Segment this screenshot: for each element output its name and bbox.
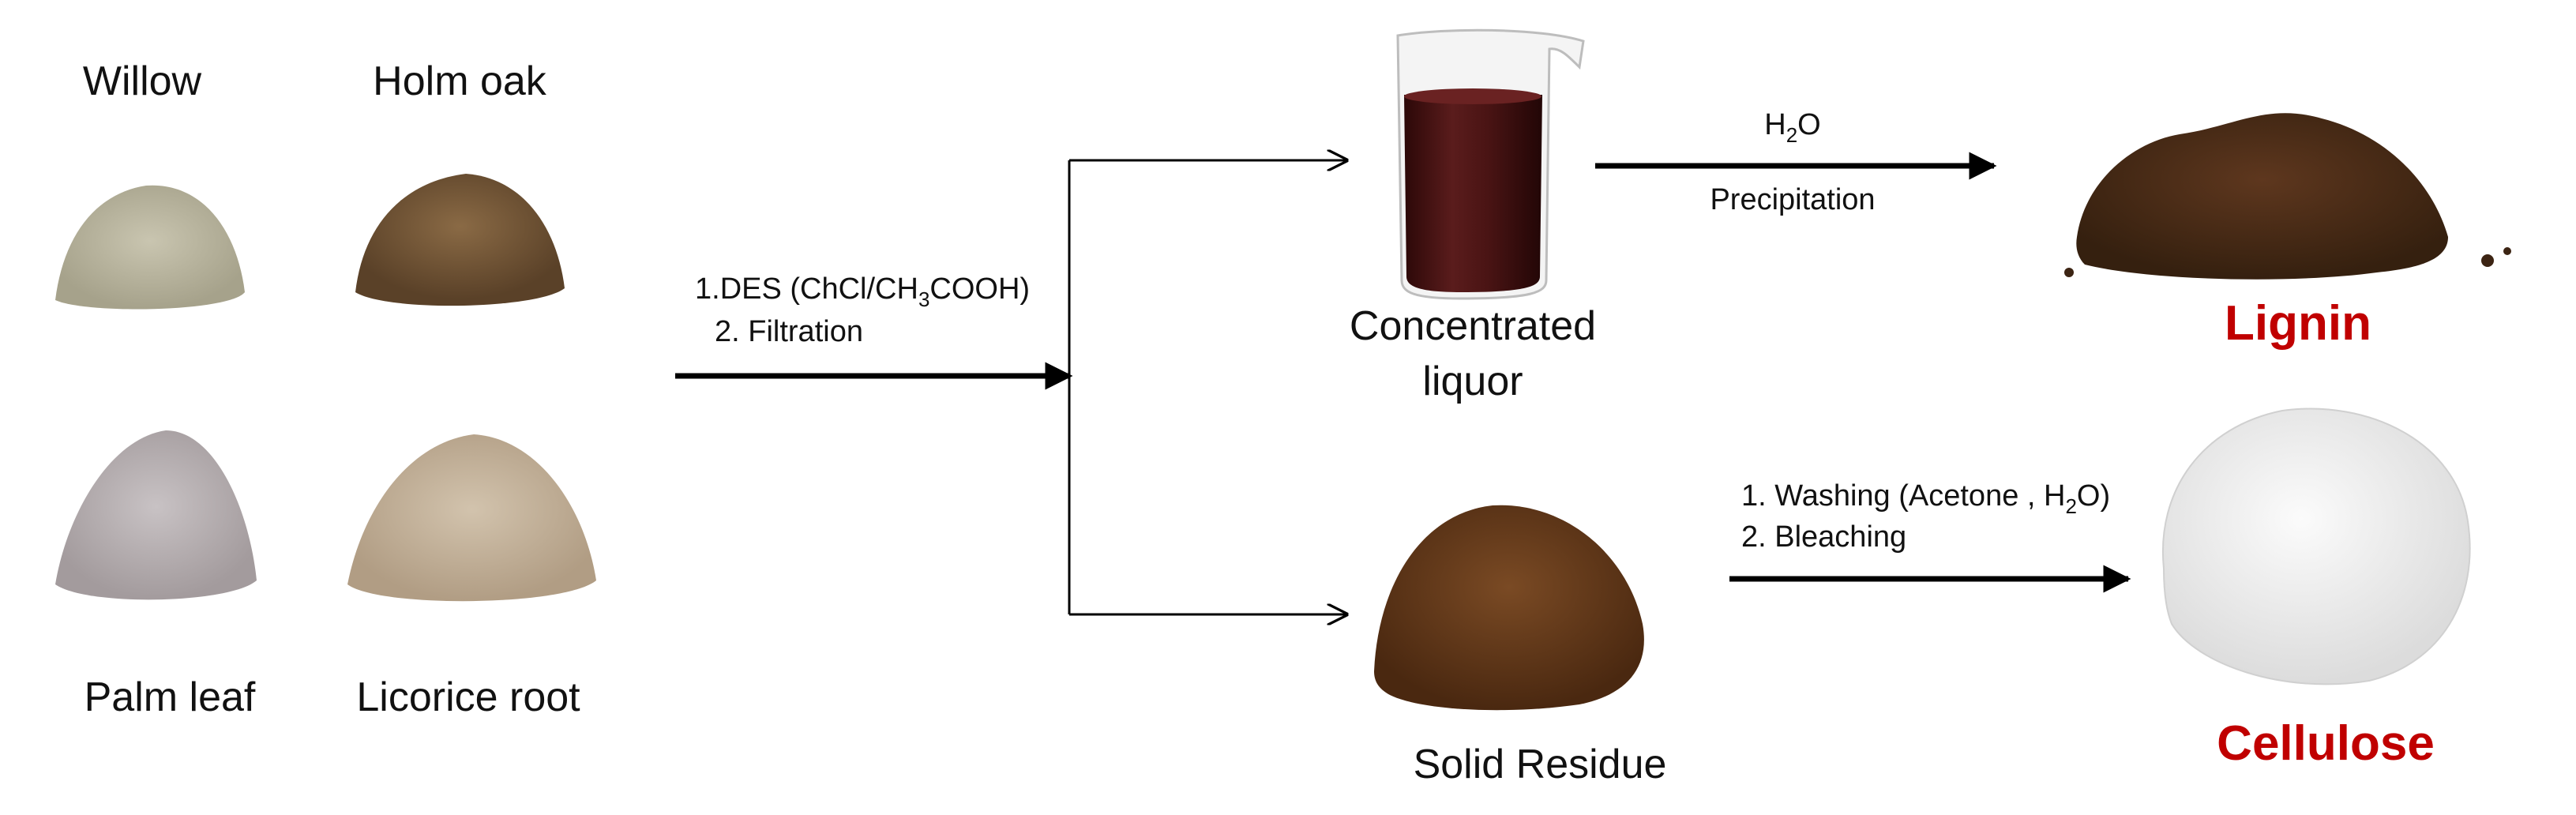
- licorice-root-powder-image: [347, 434, 596, 602]
- residue-powder-image: [1374, 505, 1644, 711]
- label-palm-leaf: Palm leaf: [84, 674, 256, 720]
- step1-line1: 1.DES (ChCl/CH3COOH): [695, 272, 1030, 311]
- washing-line1: 1. Washing (Acetone , H2O): [1741, 479, 2110, 518]
- step1-line1-subscript: 3: [918, 287, 929, 311]
- precipitation-reagent: H2O: [1764, 108, 1820, 147]
- washing-line1-subscript: 2: [2065, 494, 2076, 518]
- residue-label: Solid Residue: [1414, 742, 1667, 787]
- lignin-label: Lignin: [2225, 296, 2371, 351]
- liquor-label-line2: liquor: [1422, 359, 1523, 404]
- washing-line1-prefix: 1. Washing (Acetone , H: [1741, 479, 2065, 513]
- cellulose-powder-image: [2161, 408, 2471, 685]
- precipitation-reagent-suffix: O: [1797, 108, 1821, 141]
- precipitation-label: Precipitation: [1710, 183, 1875, 216]
- cellulose-label: Cellulose: [2217, 716, 2435, 771]
- liquor-beaker-image: [1396, 28, 1585, 300]
- precipitation-reagent-subscript: 2: [1786, 123, 1797, 147]
- label-willow: Willow: [83, 58, 202, 104]
- step1-line1-prefix: 1.DES (ChCl/CH: [695, 272, 918, 306]
- lignin-powder-image: [2064, 113, 2511, 280]
- liquor-label-line1: Concentrated: [1350, 303, 1596, 349]
- label-licorice-root: Licorice root: [356, 674, 580, 720]
- step1-line2: 2. Filtration: [715, 315, 863, 348]
- precipitation-reagent-prefix: H: [1764, 108, 1786, 141]
- label-holm-oak: Holm oak: [373, 58, 547, 104]
- step1-line1-suffix: COOH): [929, 272, 1030, 306]
- washing-line1-suffix: O): [2077, 479, 2110, 513]
- palm-leaf-powder-image: [55, 430, 257, 600]
- washing-line2: 2. Bleaching: [1741, 520, 1906, 554]
- willow-powder-image: [55, 185, 245, 310]
- holm-oak-powder-image: [355, 174, 565, 306]
